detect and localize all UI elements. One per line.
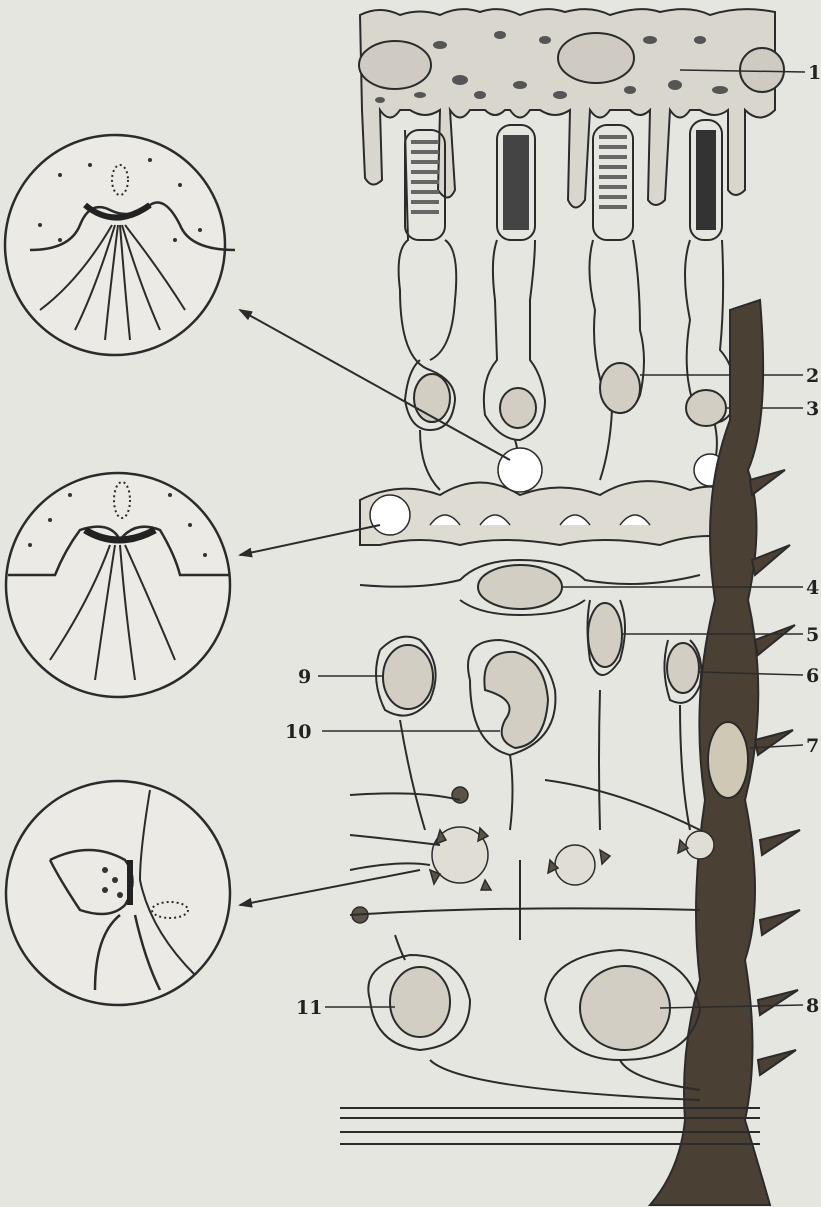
leader-7 xyxy=(749,744,804,749)
glial-processes xyxy=(748,469,801,1077)
label-3: 3 xyxy=(806,398,819,420)
nerve-fiber-layer xyxy=(340,1107,760,1145)
inset-bipolar-synapse xyxy=(4,779,232,1007)
ganglion-nuclei xyxy=(389,965,671,1051)
arrow-inset-3 xyxy=(238,869,421,908)
inner-nuclear-cells xyxy=(359,558,703,831)
label-5: 5 xyxy=(806,624,819,646)
inset-cone-synapse xyxy=(4,471,232,699)
outer-segment-stacks xyxy=(411,130,716,230)
inner-plexiform-synapses xyxy=(351,786,715,924)
photoreceptor-nuclei xyxy=(413,362,727,429)
inner-nuclei xyxy=(382,564,700,750)
label-2: 2 xyxy=(806,365,819,387)
arrow-inset-1 xyxy=(238,309,511,461)
arrow-inset-2 xyxy=(238,524,381,558)
label-11: 11 xyxy=(296,997,322,1019)
outer-plexiform-layer xyxy=(359,480,746,547)
inset-rod-synapse xyxy=(3,133,236,357)
glial-nucleus xyxy=(707,721,749,799)
pigment-epithelium xyxy=(358,8,785,209)
ganglion-cells xyxy=(367,948,702,1101)
pigment-granules xyxy=(375,31,728,103)
label-9: 9 xyxy=(298,666,311,688)
leader-8 xyxy=(659,1004,804,1009)
label-8: 8 xyxy=(806,995,819,1017)
photoreceptors xyxy=(397,119,737,491)
label-1: 1 xyxy=(808,62,821,84)
label-10: 10 xyxy=(285,721,311,743)
label-7: 7 xyxy=(806,735,819,757)
label-4: 4 xyxy=(806,577,819,599)
leader-6 xyxy=(698,671,804,676)
label-6: 6 xyxy=(806,665,819,687)
leader-1 xyxy=(679,69,806,73)
plexiform-fibers xyxy=(349,779,701,961)
